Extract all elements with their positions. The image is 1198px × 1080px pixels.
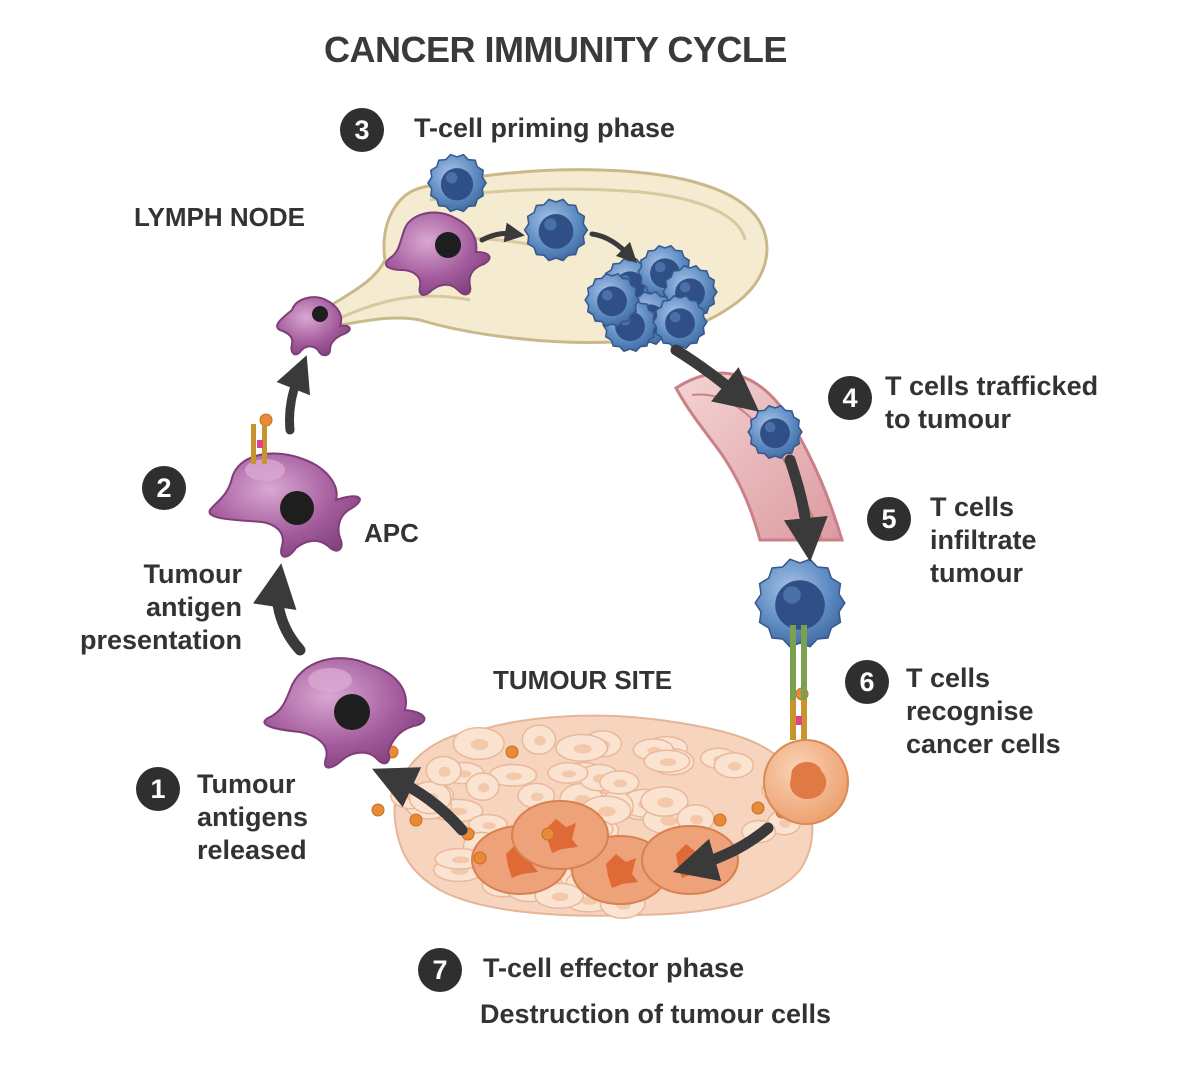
- dying-cancer-cell-nucleus: [606, 854, 638, 888]
- antigen-dot: [751, 801, 765, 815]
- t-cell: [652, 294, 708, 350]
- t-cell-nucleus: [665, 308, 695, 339]
- tumour-site-label: TUMOUR SITE: [493, 665, 673, 695]
- cycle-arrow: [276, 355, 311, 435]
- step-3-label: T-cell priming phase: [414, 113, 676, 143]
- t-cell: [523, 198, 589, 262]
- t-cells: [427, 153, 846, 648]
- apc-label: APC: [364, 518, 419, 548]
- t-cell: [754, 558, 846, 648]
- tumour-cell-nucleus: [470, 738, 489, 751]
- t-cell-highlight: [783, 586, 801, 604]
- t-cell-nucleus: [440, 168, 474, 201]
- cycle-arrow: [672, 822, 774, 882]
- cancer-cell-targeted: [763, 739, 849, 825]
- step-7-badge: 7: [418, 948, 462, 992]
- tumour-cell-nucleus: [573, 744, 592, 754]
- tumour-cell-nucleus: [598, 806, 616, 817]
- cycle-arrows: [252, 222, 828, 882]
- tumour-cell-nucleus: [657, 797, 674, 808]
- t-cell-nucleus: [597, 286, 627, 317]
- tumour-cell-nucleus: [690, 814, 704, 825]
- tumour-cell-nucleus: [561, 770, 576, 778]
- t-cell-highlight: [679, 281, 691, 293]
- t-cell-nucleus: [760, 418, 790, 449]
- antigen-dot: [409, 813, 423, 827]
- step-5-badge: 5: [867, 497, 911, 541]
- t-cell-highlight: [544, 218, 557, 231]
- tumour-cell-nucleus: [659, 758, 676, 767]
- t-cell-recognising: [790, 625, 807, 740]
- step-2-badge: 2: [142, 466, 186, 510]
- cycle-arrow: [589, 231, 638, 264]
- tumour-cell-nucleus: [452, 856, 470, 864]
- cycle-arrow: [372, 767, 468, 836]
- apc-cell-lymph-node: [384, 211, 491, 296]
- tumour-cell-nucleus: [779, 819, 791, 828]
- step-7-label-line-2: Destruction of tumour cells: [480, 999, 832, 1029]
- antigen-dot: [371, 803, 385, 817]
- cycle-arrow: [783, 454, 828, 562]
- tumour-cell-nucleus: [727, 761, 742, 771]
- cycle-arrow: [670, 344, 760, 412]
- tumour-cell-nucleus: [613, 779, 628, 788]
- apc-cell-bottom: [263, 657, 426, 769]
- t-cell-highlight: [446, 172, 458, 184]
- lymph-node-label: LYMPH NODE: [134, 202, 305, 232]
- step-6-badge: 6: [845, 660, 889, 704]
- t-cell-highlight: [669, 311, 681, 323]
- t-cell-highlight: [601, 289, 613, 301]
- tumour-cell-nucleus: [477, 782, 490, 793]
- antigen-dot: [541, 827, 555, 841]
- t-cell: [584, 272, 640, 328]
- tumour-cell-nucleus: [530, 792, 544, 802]
- t-cell: [427, 153, 487, 213]
- t-cell: [747, 404, 803, 460]
- t-cell-highlight: [654, 261, 666, 273]
- t-cell-nucleus: [538, 214, 574, 249]
- cycle-arrow: [479, 222, 525, 243]
- t-cell-highlight: [764, 421, 776, 433]
- blood-vessel-shape: [674, 371, 845, 542]
- step-1-badge: 1: [136, 767, 180, 811]
- step-7-label-line-1: T-cell effector phase: [483, 953, 745, 983]
- t-cell-nucleus: [775, 580, 825, 630]
- diagram-title: CANCER IMMUNITY CYCLE: [324, 29, 787, 70]
- step-4-badge: 4: [828, 376, 872, 420]
- apc-cell-middle: [208, 424, 361, 558]
- tumour-cell-nucleus: [660, 815, 678, 826]
- dying-cancer-cell-nucleus: [546, 819, 578, 853]
- antigen-dot: [505, 745, 519, 759]
- tumour-cell-nucleus: [438, 766, 451, 777]
- tumour-cell-nucleus: [534, 735, 546, 746]
- antigen-dot: [713, 813, 727, 827]
- step-3-badge: 3: [340, 108, 384, 152]
- cycle-arrow: [252, 563, 306, 656]
- tumour-cell-nucleus: [551, 892, 569, 902]
- tumour-cell-nucleus: [482, 822, 496, 830]
- antigen-dot: [473, 851, 487, 865]
- apc-cell-migrating: [276, 296, 351, 357]
- tumour-cell-nucleus: [505, 772, 523, 781]
